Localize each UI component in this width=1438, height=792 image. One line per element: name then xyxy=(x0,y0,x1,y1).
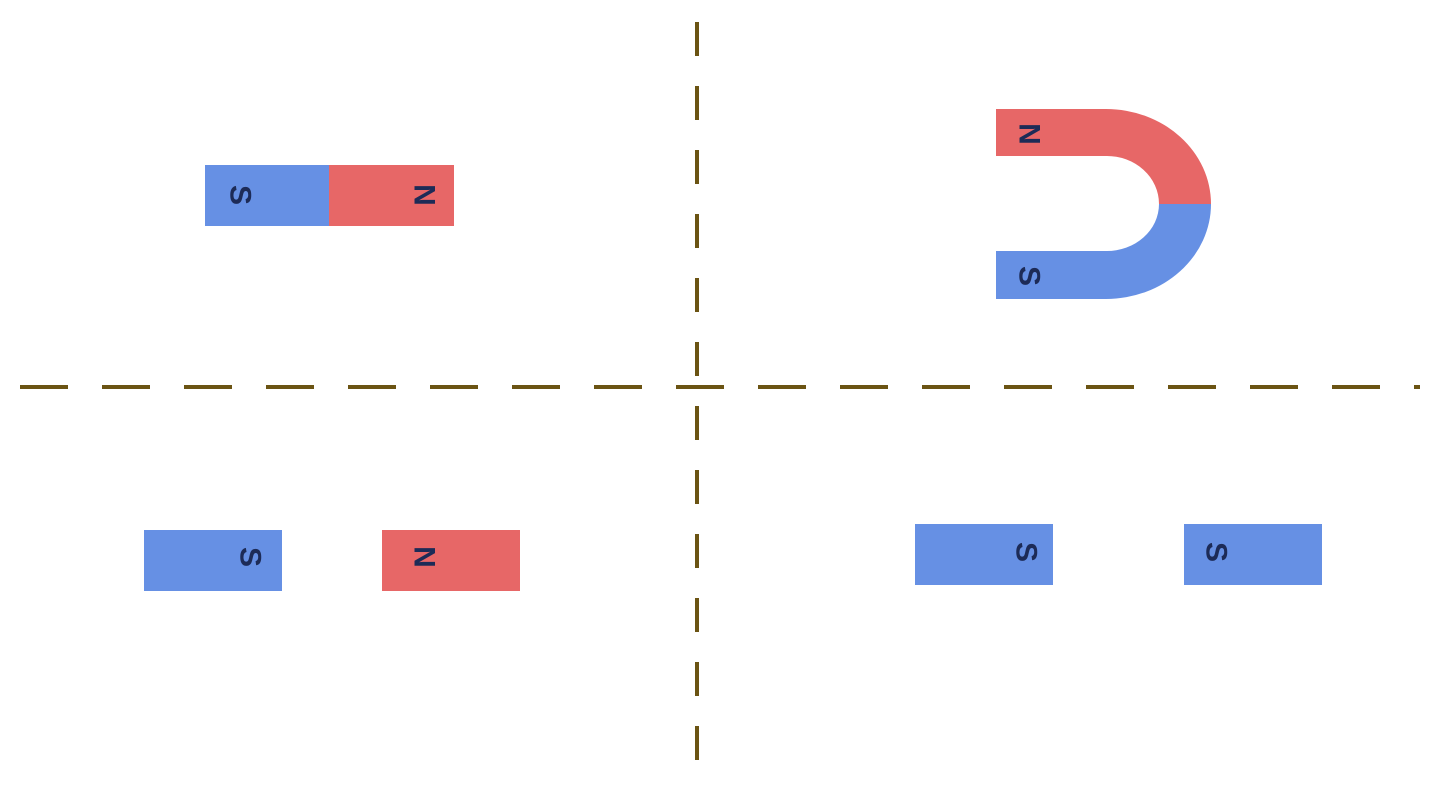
like-pair-right-south-label: S xyxy=(1200,542,1233,562)
opposite-pair-south-magnet xyxy=(144,530,282,591)
opposite-pair-north-magnet xyxy=(382,530,520,591)
horseshoe-magnet-north-label: N xyxy=(1013,123,1046,145)
horseshoe-magnet-north-arm xyxy=(996,109,1211,204)
horseshoe-magnet-south-label: S xyxy=(1013,266,1046,286)
opposite-pair-south-label: S xyxy=(234,547,267,567)
like-pair-right-south-magnet xyxy=(1184,524,1322,585)
quadrant-dividers xyxy=(20,22,1420,772)
opposite-poles-pair: S N xyxy=(144,530,520,591)
bar-magnet: S N xyxy=(205,165,454,226)
like-pair-left-south-magnet xyxy=(915,524,1053,585)
bar-magnet-north-label: N xyxy=(408,184,441,206)
bar-magnet-south-label: S xyxy=(224,185,257,205)
opposite-pair-north-label: N xyxy=(408,546,441,568)
bar-magnet-north-pole xyxy=(329,165,454,226)
like-pair-left-south-label: S xyxy=(1010,542,1043,562)
horseshoe-magnet-south-arm xyxy=(996,204,1211,299)
bar-magnet-south-pole xyxy=(205,165,329,226)
like-poles-pair: S S xyxy=(915,524,1322,585)
horseshoe-magnet: N S xyxy=(996,109,1211,299)
